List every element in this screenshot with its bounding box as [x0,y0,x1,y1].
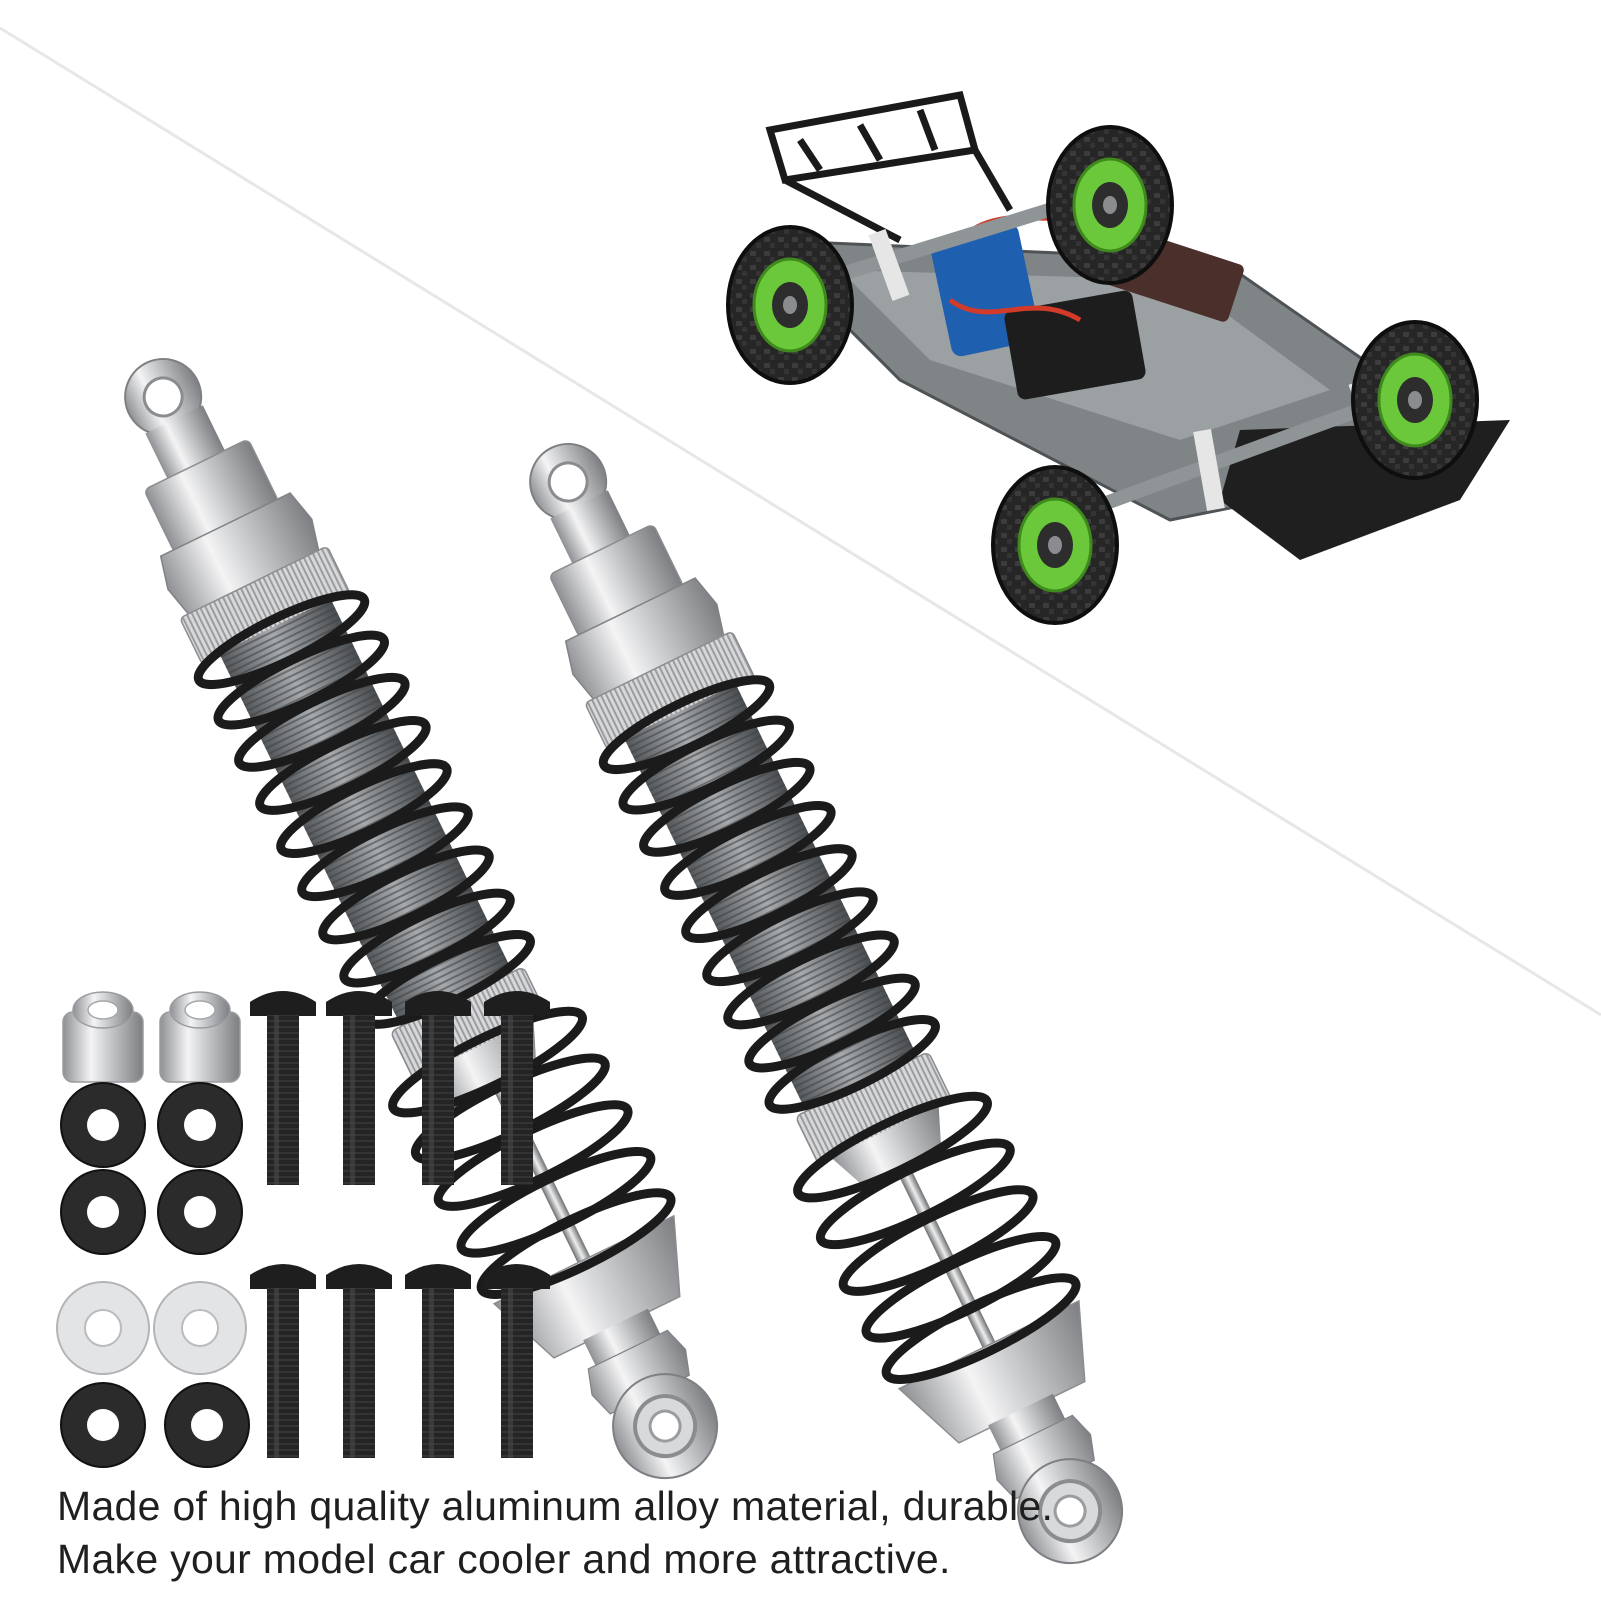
rc-car-icon [726,90,1510,625]
screw-icon [250,991,550,1458]
washer-icon [56,1082,250,1468]
caption-line-1: Made of high quality aluminum alloy mate… [57,1483,1054,1529]
caption-line-2: Make your model car cooler and more attr… [57,1536,951,1582]
bushing-icon [62,991,241,1083]
product-caption: Made of high quality aluminum alloy mate… [57,1480,1557,1586]
